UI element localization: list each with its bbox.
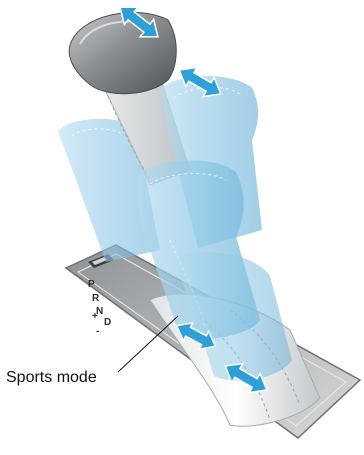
gate-letter: - [96,326,99,337]
gate-letter: D [104,317,111,328]
gate-letter: P [88,279,95,290]
sports-mode-label: Sports mode [6,369,97,387]
gate-letter: + [92,311,98,322]
gate-letter: R [92,293,100,304]
